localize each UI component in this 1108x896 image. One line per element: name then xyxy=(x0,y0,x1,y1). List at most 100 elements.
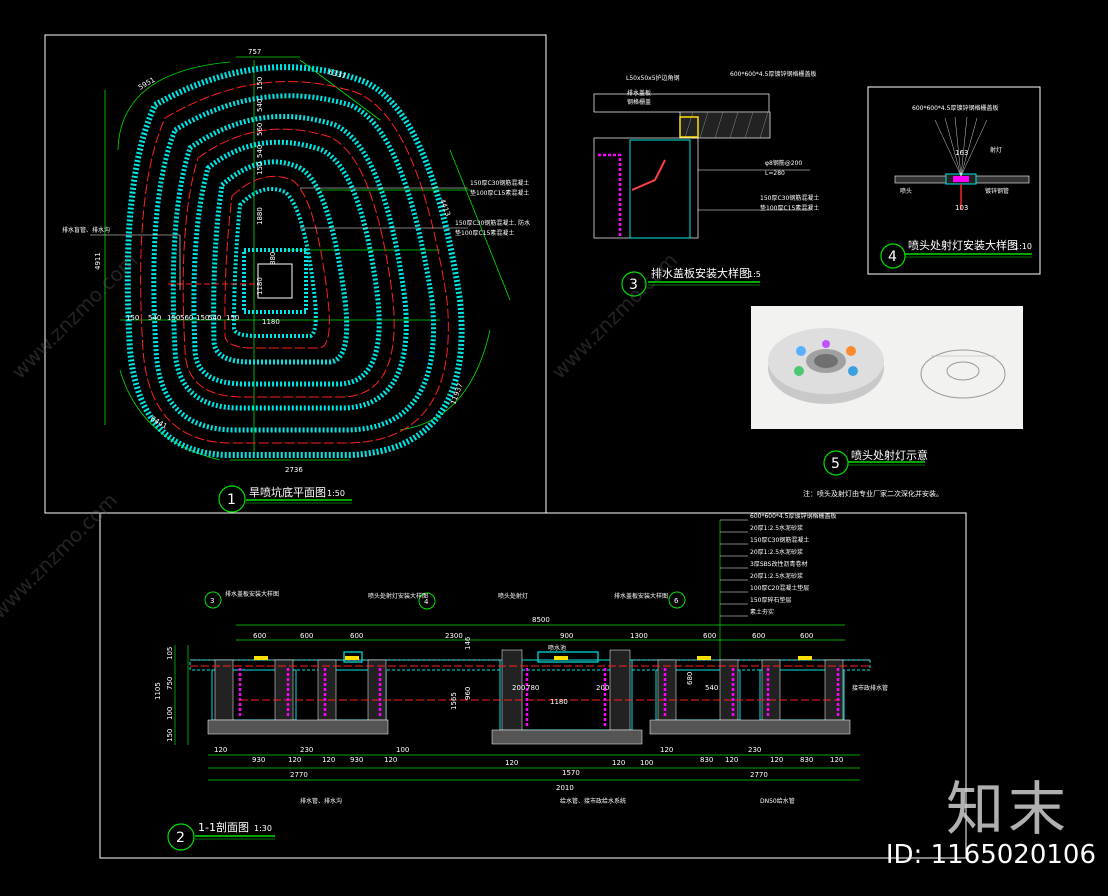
bot-dim-10: 1570 xyxy=(562,769,580,777)
bot-dim-14: 830 xyxy=(700,756,713,764)
d3-note-1: L50x50x5护边角钢 xyxy=(626,74,680,82)
layer-1: 600*600*4.5厚镀锌钢格栅盖板 xyxy=(750,512,836,520)
v-chain-4: 540 xyxy=(256,145,264,158)
left-dim-3: 100 xyxy=(166,707,174,720)
h-chain-4: 560 xyxy=(180,314,193,322)
layer-3: 150厚C30钢筋混凝土 xyxy=(750,536,809,544)
inner-dim-9: 146 xyxy=(464,636,472,650)
bot-dim-9: 120 xyxy=(505,759,518,767)
section-texts: 600*600*4.5厚镀锌钢格栅盖板 20厚1:2.5水泥砂浆 150厚C30… xyxy=(154,512,888,805)
wm-site-3: www.znzmo.com xyxy=(0,488,122,624)
detail-4: 600*600*4.5厚镀锌钢格栅盖板 射灯 镀锌钢管 喷头 163 103 xyxy=(894,104,1030,212)
fountain-light-photo xyxy=(751,306,1023,429)
title-1-text: 旱喷坑底平面图 xyxy=(249,485,326,499)
inner-dim-2: 200 xyxy=(512,684,525,692)
dim-left-side: 4911 xyxy=(94,252,102,270)
top-dim-7: 600 xyxy=(703,632,716,640)
d3-note-7: 150厚C30钢筋混凝土 xyxy=(760,194,819,202)
bot-dim-6: 930 xyxy=(350,756,363,764)
left-dim-1: 105 xyxy=(166,647,174,660)
plan-view xyxy=(90,56,511,461)
title-3-text: 排水盖板安装大样图 xyxy=(651,266,750,280)
drawing-title-2: 2 1-1剖面图 1:30 xyxy=(167,820,275,851)
bot-dim-8: 100 xyxy=(396,746,409,754)
plan-note-2: 垫100厚C15素混凝土 xyxy=(470,189,529,197)
d4-note-1: 600*600*4.5厚镀锌钢格栅盖板 xyxy=(912,104,998,112)
site-watermarks: www.znzmo.com www.znzmo.com www.znzmo.co… xyxy=(0,248,682,624)
d3-note-3: 排水盖板 xyxy=(627,89,651,97)
subtotal-3: 2770 xyxy=(750,771,768,779)
callout-num-6: 6 xyxy=(674,597,679,605)
title-4-number: 4 xyxy=(888,249,897,265)
title-1-scale: 1:50 xyxy=(327,489,345,498)
callout-6: 接市政排水管 xyxy=(852,684,888,692)
title-2-text: 1-1剖面图 xyxy=(198,820,249,834)
drawing-title-4: 4 喷头处射灯安装大样图 1:10 xyxy=(880,238,1032,269)
bot-dim-18: 830 xyxy=(800,756,813,764)
plan-note-1: 150厚C30钢筋混凝土 xyxy=(470,179,529,187)
callout-5: 喷水池 xyxy=(548,644,566,652)
dim-inner-h: 1180 xyxy=(256,277,264,295)
watermark-id: ID: 1165020106 xyxy=(885,840,1096,870)
bot-dim-11: 120 xyxy=(612,759,625,767)
bot-dim-4: 230 xyxy=(300,746,313,754)
v-chain-1: 150 xyxy=(256,77,264,90)
layer-6: 20厚1:2.5水泥砂浆 xyxy=(750,572,803,580)
bot-dim-1: 120 xyxy=(214,746,227,754)
d4-note-2: 射灯 xyxy=(990,146,1002,154)
layer-8: 150厚碎石垫层 xyxy=(750,596,791,604)
h-chain-7: 150 xyxy=(226,314,239,322)
plan-note-4: 垫100厚C15素混凝土 xyxy=(455,229,514,237)
title-4-text: 喷头处射灯安装大样图 xyxy=(908,238,1018,252)
d4-note-4: 喷头 xyxy=(900,187,912,195)
v-chain-5: 150 xyxy=(256,162,264,175)
detail4-frame xyxy=(867,86,1041,275)
bot-dim-7: 120 xyxy=(384,756,397,764)
d4-dim-1: 163 xyxy=(955,149,968,157)
bot-dim-19: 120 xyxy=(830,756,843,764)
callout-num-4: 4 xyxy=(424,598,429,606)
watermark-logo: 知末 xyxy=(945,775,1070,843)
dim-mid-v: 880 xyxy=(269,252,277,265)
callout-9: 给水管、接市政给水系统 xyxy=(560,797,626,805)
callout-1: 排水盖板安装大样图 xyxy=(225,590,279,598)
d3-note-8: 垫100厚C15素混凝土 xyxy=(760,204,819,212)
bot-dim-13: 120 xyxy=(660,746,673,754)
title-4-scale: 1:10 xyxy=(1014,242,1032,251)
top-dim-4: 2300 xyxy=(445,632,463,640)
dim-bottom: 2736 xyxy=(285,466,303,474)
dim-mid-h: 1880 xyxy=(256,207,264,225)
inner-dim-8: 1565 xyxy=(450,692,458,710)
top-dim-1: 600 xyxy=(253,632,266,640)
inner-dim-3: 200 xyxy=(596,684,609,692)
inner-dim-5: 540 xyxy=(705,684,718,692)
left-dim-2: 750 xyxy=(166,677,174,690)
subtotal-1: 2770 xyxy=(290,771,308,779)
inner-dim-6: 680 xyxy=(686,672,694,685)
top-dim-9: 600 xyxy=(800,632,813,640)
bot-dim-16: 230 xyxy=(748,746,761,754)
top-dim-2: 600 xyxy=(300,632,313,640)
callout-7: 排水管、排水沟 xyxy=(300,797,342,805)
top-dim-6: 1300 xyxy=(630,632,648,640)
title-5-text: 喷头处射灯示意 xyxy=(851,448,928,462)
bot-dim-17: 120 xyxy=(770,756,783,764)
dim-bottom-left: 6441 xyxy=(149,415,168,431)
h-chain-3: 150 xyxy=(167,314,180,322)
d3-note-2: 600*600*4.5厚镀锌钢格栅盖板 xyxy=(730,70,816,78)
layer-5: 3厚SBS改性沥青卷材 xyxy=(750,560,807,568)
drawing-title-1: 1 旱喷坑底平面图 1:50 xyxy=(218,485,352,513)
dim-top: 757 xyxy=(248,48,261,56)
bot-dim-5: 120 xyxy=(322,756,335,764)
title-3-scale: 1:5 xyxy=(748,270,761,279)
h-chain-5: 150 xyxy=(196,314,209,322)
title-2-scale: 1:30 xyxy=(254,824,272,833)
h-chain-1: 150 xyxy=(126,314,139,322)
section-frame xyxy=(99,512,967,859)
v-chain-3: 560 xyxy=(256,123,264,136)
d4-dim-2: 103 xyxy=(955,204,968,212)
top-dim-5: 900 xyxy=(560,632,573,640)
dim-top-right: 6337 xyxy=(327,68,346,80)
notice-text: 注：喷头及射灯由专业厂家二次深化并安装。 xyxy=(803,490,943,498)
